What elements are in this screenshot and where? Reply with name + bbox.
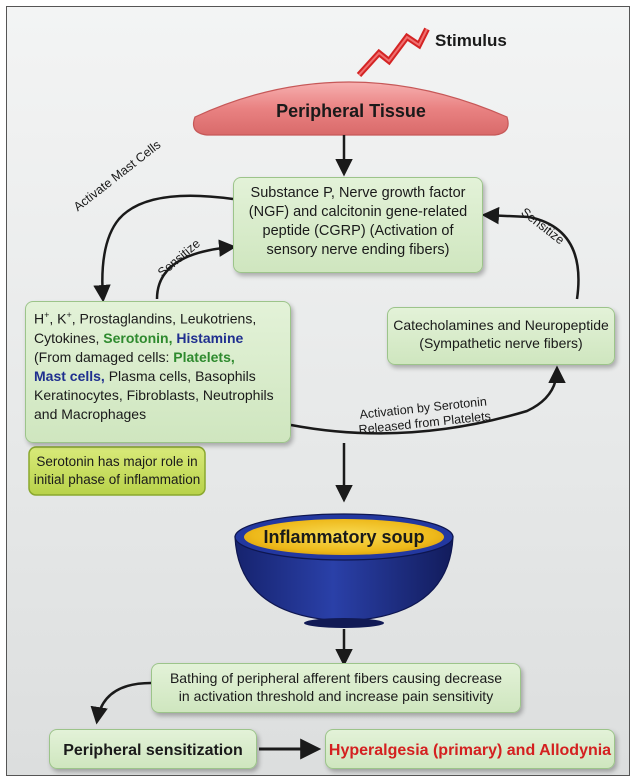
mediators-line-4: sensory nerve ending fibers) <box>266 242 450 259</box>
peripheral-tissue-label: Peripheral Tissue <box>276 101 426 121</box>
mast-cells-line: Mast cells, Plasma cells, Basophils <box>34 367 256 384</box>
mediators-line-3: peptide (CGRP) (Activation of <box>262 223 454 240</box>
bathing-box: Bathing of peripheral afferent fibers ca… <box>151 663 521 713</box>
hyperalgesia-box: Hyperalgesia (primary) and Allodynia <box>325 729 615 769</box>
mediators-line-2: (NGF) and calcitonin gene-related <box>248 204 468 221</box>
keratinocytes-line: Keratinocytes, Fibroblasts, Neutrophils <box>34 386 274 403</box>
damaged-cells-line: (From damaged cells: Platelets, <box>34 348 235 365</box>
bathing-line-1: Bathing of peripheral afferent fibers ca… <box>169 670 503 686</box>
peripheral-tissue-shape <box>192 81 509 136</box>
diagram-frame: Stimulus Peripheral Tissue Substance P, … <box>6 6 630 776</box>
catecholamines-line-1: Catecholamines and Neuropeptide <box>393 317 609 333</box>
mediators-line-1: Substance P, Nerve growth factor <box>250 185 466 201</box>
catecholamines-box: Catecholamines and Neuropeptide (Sympath… <box>387 307 615 365</box>
stimulus-label: Stimulus <box>435 31 507 50</box>
serotonin-note-shape <box>28 446 206 496</box>
macrophages-line: and Macrophages <box>34 405 147 422</box>
diagram-connectors <box>28 27 580 760</box>
inflammatory-soup-surface <box>244 519 444 555</box>
bathing-line-2: in activation threshold and increase pai… <box>178 688 494 705</box>
mediators-source-box: H+, K+, Prostaglandins, Leukotriens, Cyt… <box>25 301 291 443</box>
serotonin-line: Cytokines, Serotonin, Histamine <box>34 329 244 346</box>
catecholamines-line-2: (Sympathetic nerve fibers) <box>419 335 583 352</box>
mediators-box: Substance P, Nerve growth factor (NGF) a… <box>233 177 483 273</box>
ions-line: H+, K+, Prostaglandins, Leukotriens, <box>34 310 257 327</box>
stimulus-lightning-icon <box>356 27 430 78</box>
serotonin-note: Serotonin has major role in initial phas… <box>33 454 201 487</box>
peripheral-sensitization-box: Peripheral sensitization <box>49 729 257 769</box>
inflammatory-soup-label: Inflammatory soup <box>263 527 425 547</box>
